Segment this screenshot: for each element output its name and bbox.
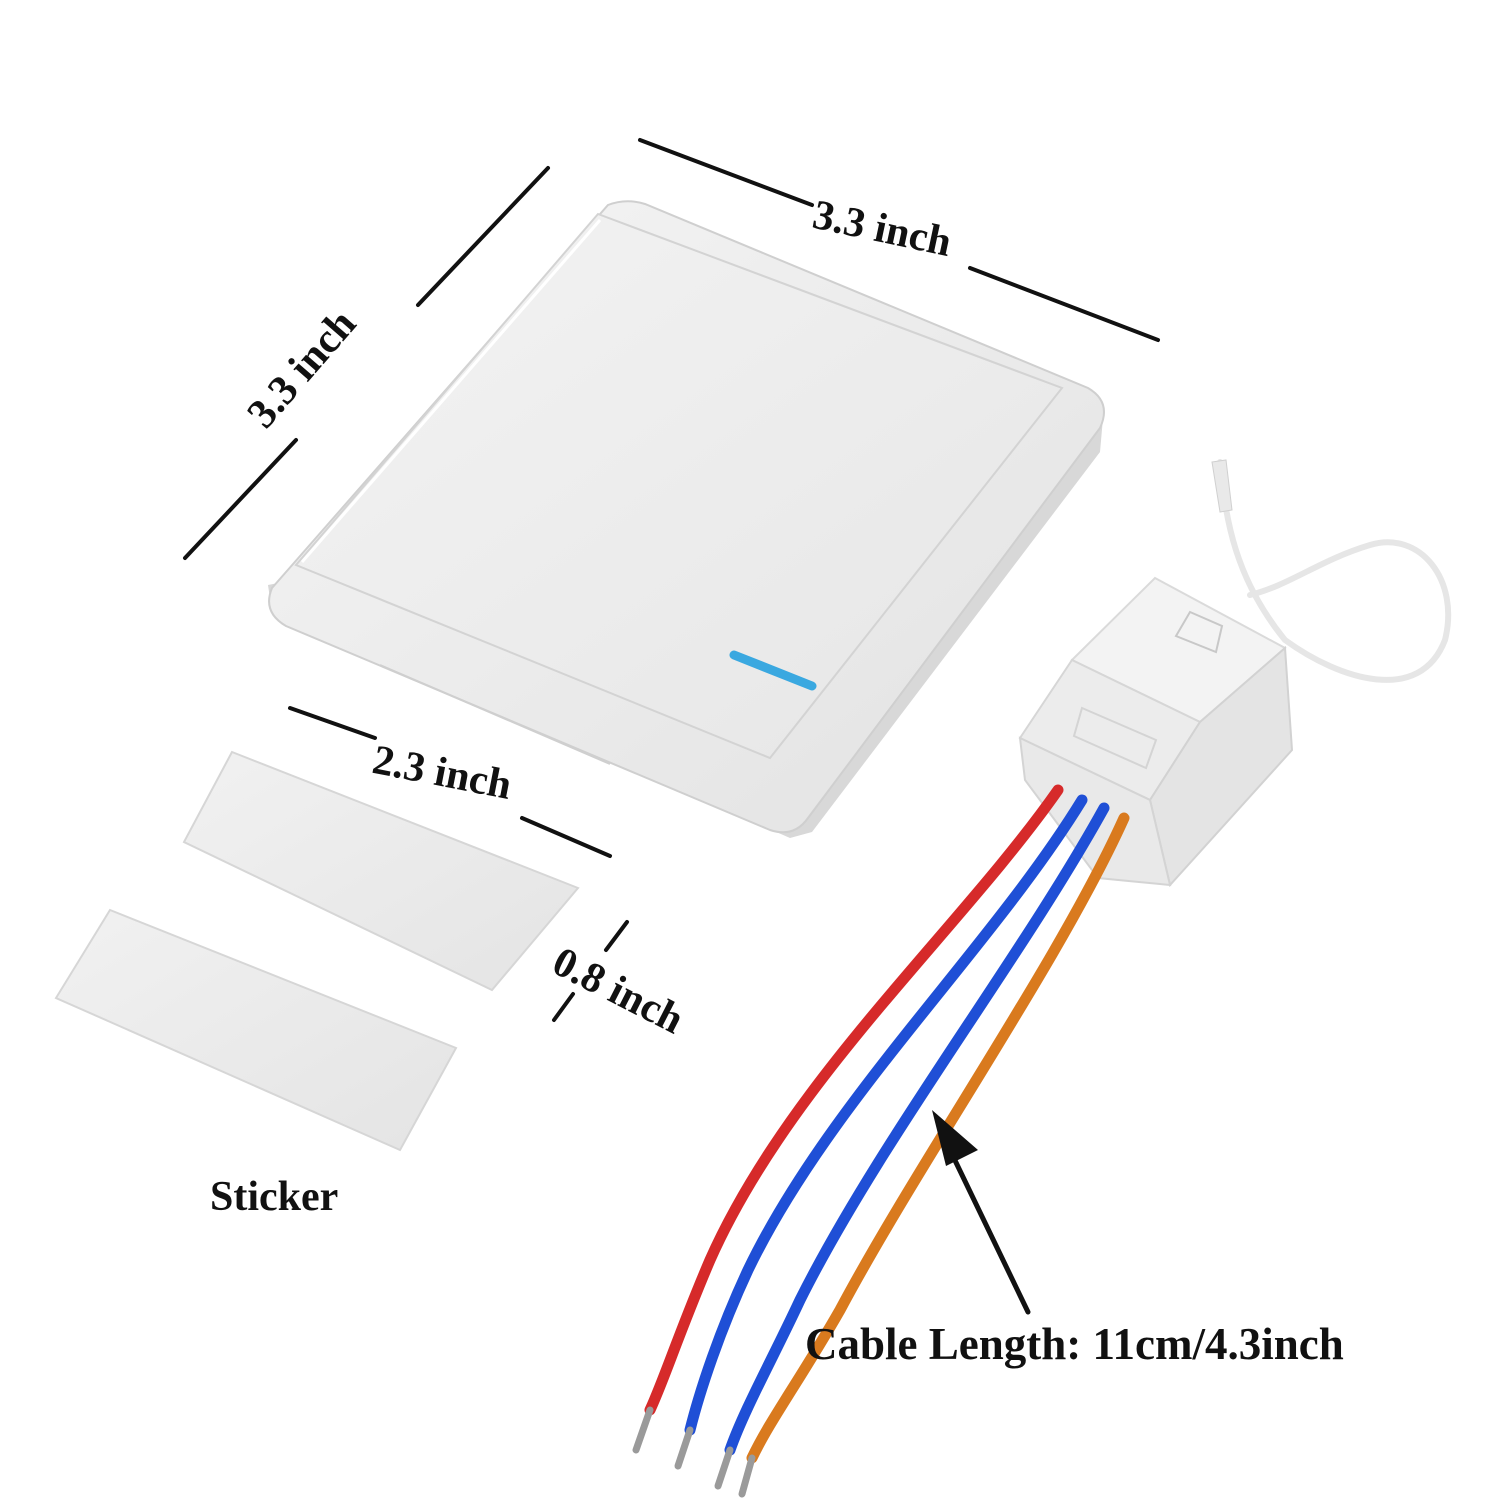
orange-wire (746, 812, 1130, 1464)
wire-tip-3 (714, 1446, 734, 1490)
wall-switch (268, 200, 1105, 838)
dimension-line-sticker-h-lower (552, 992, 575, 1022)
receiver-module (1018, 459, 1452, 888)
dimension-line-top-right (968, 266, 1160, 342)
antenna-wire (1217, 459, 1452, 683)
wires (632, 784, 1130, 1498)
dimension-line-sticker-h-upper (604, 920, 629, 952)
rocker-edge-highlight (300, 219, 602, 563)
cable-arrow (932, 1110, 1031, 1315)
sticker-label: Sticker (210, 1174, 339, 1220)
plate-seam (379, 664, 611, 765)
red-wire (644, 784, 1064, 1416)
antenna-tip (1211, 459, 1233, 513)
wire-tip-2 (674, 1426, 694, 1470)
dimension-line-sticker-right (520, 816, 612, 858)
dimension-line-sticker-left (288, 706, 377, 740)
up-arrow-icon (1174, 610, 1224, 654)
blue-wire-1 (684, 794, 1088, 1436)
arrow-head-icon (932, 1110, 978, 1166)
embossed-label (1072, 706, 1158, 770)
blue-wire-2 (724, 802, 1110, 1456)
dimension-line-left-upper (416, 166, 550, 307)
wire-tip-1 (632, 1406, 654, 1454)
indicator-light (729, 650, 817, 691)
receiver-bottom-front (1018, 736, 1172, 887)
sticker-strip-2 (54, 908, 458, 1152)
dimension-lines (183, 138, 1160, 1022)
wire-tip-4 (738, 1454, 756, 1498)
receiver-side (1148, 645, 1294, 888)
arrow-shaft (947, 1147, 1031, 1315)
sticker-strip-1 (182, 750, 580, 992)
dimension-line-top-left (638, 138, 814, 207)
cable-length-label: Cable Length: 11cm/4.3inch (805, 1319, 1344, 1369)
wire-tips (632, 1406, 756, 1498)
dimension-line-left-lower (183, 438, 298, 560)
sticker-strips (54, 750, 580, 1152)
